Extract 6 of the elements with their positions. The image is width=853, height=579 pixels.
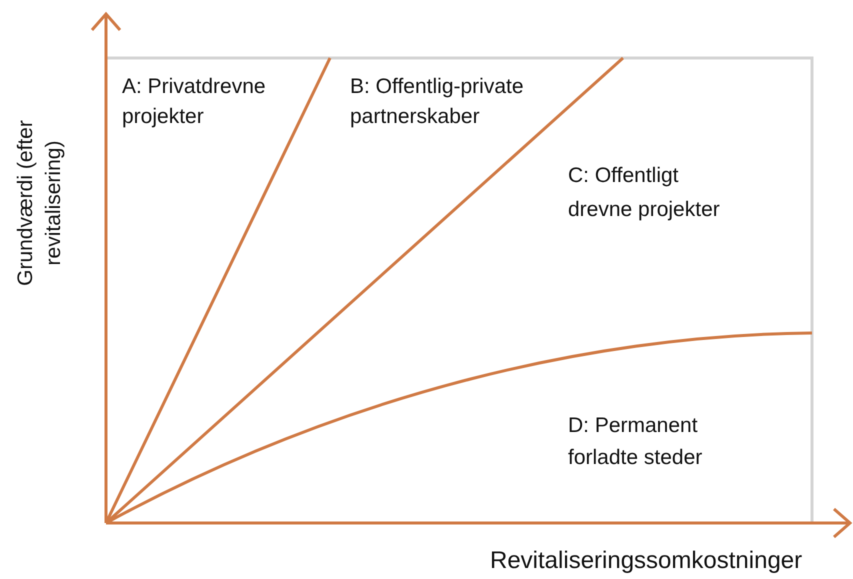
region-label: D: Permanent forladte steder [568, 413, 704, 471]
region-label: A: Privatdrevne projekter [122, 74, 267, 130]
region-label: B: Offentlig-private partnerskaber [350, 74, 525, 130]
y-axis-label: Grundværdi (efter revitalisering) [13, 119, 66, 288]
x-axis-label: Revitaliseringssomkostninger [490, 546, 804, 576]
region-label: C: Offentligt drevne projekter [568, 163, 721, 223]
